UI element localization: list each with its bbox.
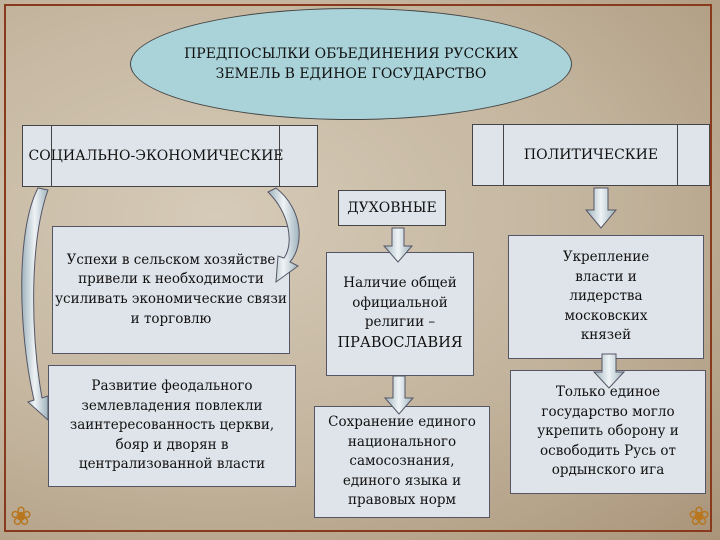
box-identity: Сохранение единого национального самосоз… xyxy=(314,406,490,518)
category-political: ПОЛИТИЧЕСКИЕ xyxy=(472,124,710,186)
box-moscow: Укрепление власти и лидерства московских… xyxy=(508,235,704,359)
box-orthodoxy: Наличие общей официальной религии – ПРАВ… xyxy=(326,252,474,376)
box-feudal-text: Развитие феодального землевладения повле… xyxy=(69,378,275,473)
slide-frame xyxy=(4,4,712,532)
category-socio-economic-label: СОЦИАЛЬНО-ЭКОНОМИЧЕСКИЕ xyxy=(28,148,284,164)
arrow-down-icon xyxy=(383,375,415,415)
box-unified-state: Только единое государство могло укрепить… xyxy=(510,370,706,494)
title-line-1: ПРЕДПОСЫЛКИ ОБЪЕДИНЕНИЯ РУССКИХ xyxy=(184,45,518,62)
box-orthodoxy-text: Наличие общей официальной религии – xyxy=(343,275,457,331)
box-identity-text: Сохранение единого национального самосоз… xyxy=(328,414,476,509)
arrow-down-icon xyxy=(382,227,414,263)
curved-arrow-icon xyxy=(21,187,49,422)
arrow-down-icon xyxy=(584,187,618,229)
box-agriculture-text: Успехи в сельском хозяйстве привели к не… xyxy=(55,251,287,327)
category-socio-economic: СОЦИАЛЬНО-ЭКОНОМИЧЕСКИЕ xyxy=(22,125,318,187)
ornament-corner-icon: ❀ xyxy=(10,502,32,532)
box-unified-state-text: Только единое государство могло укрепить… xyxy=(537,384,679,479)
curved-arrow-icon xyxy=(267,187,300,284)
box-agriculture: Успехи в сельском хозяйстве привели к не… xyxy=(52,226,290,354)
box-orthodoxy-emphasis: ПРАВОСЛАВИЯ xyxy=(337,334,463,351)
title-line-2: ЗЕМЕЛЬ В ЕДИНОЕ ГОСУДАРСТВО xyxy=(215,66,487,82)
box-feudal: Развитие феодального землевладения повле… xyxy=(48,365,296,487)
category-political-label: ПОЛИТИЧЕСКИЕ xyxy=(523,147,659,163)
category-spiritual-label: ДУХОВНЫЕ xyxy=(347,200,437,216)
title-ellipse: ПРЕДПОСЫЛКИ ОБЪЕДИНЕНИЯ РУССКИХ ЗЕМЕЛЬ В… xyxy=(130,8,572,120)
box-moscow-text: Укрепление власти и лидерства московских… xyxy=(562,249,650,344)
category-spiritual: ДУХОВНЫЕ xyxy=(338,190,446,226)
ornament-corner-icon: ❀ xyxy=(688,502,710,532)
arrow-down-icon xyxy=(592,353,626,389)
